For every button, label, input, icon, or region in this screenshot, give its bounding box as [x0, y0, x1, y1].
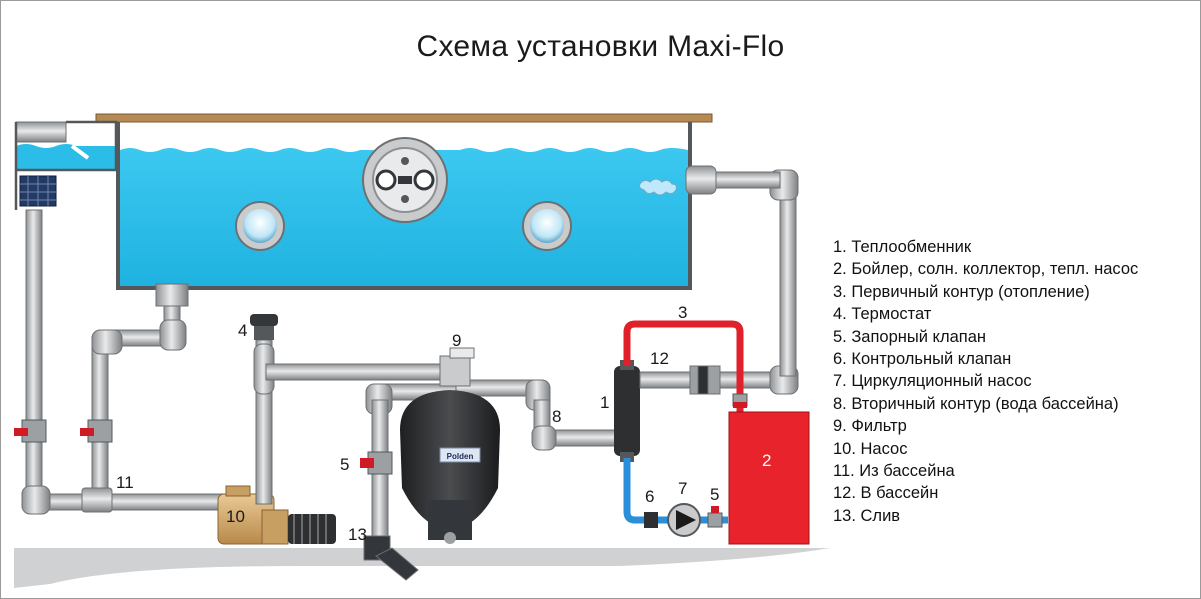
primary-circuit-hot	[623, 320, 744, 412]
legend-item: 5. Запорный клапан	[833, 327, 986, 346]
circulation-pump	[667, 503, 701, 537]
legend-item: 12. В бассейн	[833, 484, 939, 503]
main-drain	[155, 283, 189, 307]
return-bubbles	[639, 178, 677, 196]
skimmer-water	[16, 144, 116, 170]
callout-6: 6	[645, 487, 654, 506]
legend-item: 13. Слив	[833, 506, 901, 525]
skimmer-flap	[70, 144, 90, 160]
legend-item: 7. Циркуляционный насос	[833, 372, 1032, 391]
legend-item: 3. Первичный контур (отопление)	[833, 282, 1090, 301]
legend-item: 6. Контрольный клапан	[833, 349, 1012, 368]
callout-9: 9	[452, 331, 461, 350]
diagram-title: Схема установки Maxi-Flo	[416, 30, 785, 63]
boiler	[728, 411, 810, 545]
skimmer-housing	[15, 121, 67, 143]
legend-item: 10. Насос	[833, 439, 908, 458]
callout-11: 11	[116, 473, 134, 492]
primary-valve-top	[732, 393, 748, 408]
legend-item: 9. Фильтр	[833, 417, 907, 436]
legend-item: 1. Теплообменник	[833, 238, 972, 256]
legend-item: 2. Бойлер, солн. коллектор, тепл. насос	[833, 260, 1139, 279]
callout-5-drain: 5	[340, 455, 349, 474]
pressure-pipes	[253, 339, 617, 581]
pool-lamp-left	[235, 201, 285, 251]
primary-circuit-cold	[623, 458, 728, 524]
ground	[14, 548, 830, 588]
callout-8: 8	[552, 407, 561, 426]
thermostat	[250, 314, 278, 340]
skimmer-basket-mesh	[20, 176, 56, 206]
suction-valve-left	[14, 419, 47, 443]
pool-lamp-right	[522, 201, 572, 251]
callout-1: 1	[600, 393, 609, 412]
callout-2: 2	[762, 451, 771, 470]
callout-5-boiler: 5	[710, 485, 719, 504]
return-pipes	[639, 165, 799, 395]
skimmer-wall	[14, 120, 118, 210]
callout-13: 13	[348, 525, 367, 544]
check-valve	[644, 512, 658, 528]
circulation-main-pump	[217, 485, 336, 545]
filter-brand-label: Polden	[447, 452, 474, 461]
drain-valve	[360, 451, 393, 475]
callout-4: 4	[238, 321, 247, 340]
pool-basin	[116, 122, 692, 290]
callout-12: 12	[650, 349, 669, 368]
heat-exchanger	[614, 360, 640, 462]
legend-item: 4. Термостат	[833, 305, 932, 324]
callout-7: 7	[678, 479, 687, 498]
shutoff-valve-bottom	[707, 506, 723, 528]
legend-item: 8. Вторичный контур (вода бассейна)	[833, 394, 1119, 413]
counterflow-unit	[362, 137, 448, 223]
callout-3: 3	[678, 303, 687, 322]
sand-filter: Polden	[400, 347, 500, 544]
legend-list: 1. Теплообменник 2. Бойлер, солн. коллек…	[833, 236, 1138, 527]
suction-valve-right	[80, 419, 113, 443]
callout-10: 10	[226, 507, 245, 526]
pool-deck	[95, 113, 713, 123]
legend-item: 11. Из бассейна	[833, 461, 955, 480]
